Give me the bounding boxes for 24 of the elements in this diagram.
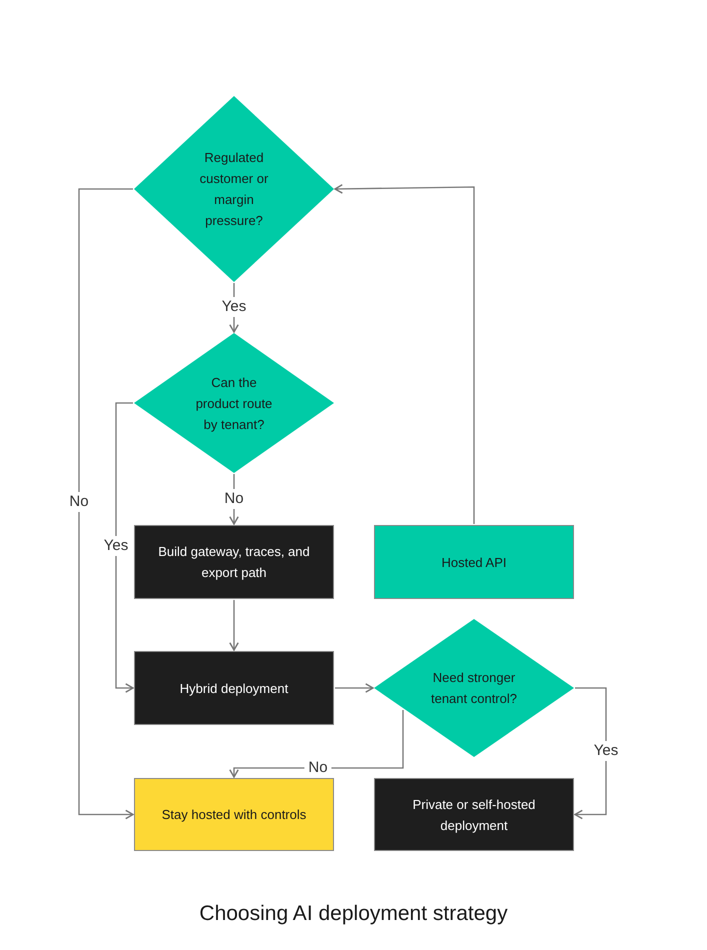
node-text: Build gateway, traces, and export path [157,543,311,582]
arrow [334,184,475,524]
node-text: Hybrid deployment [180,680,288,698]
process-box [374,525,574,599]
node-text: Stay hosted with controls [162,806,306,824]
arrow [229,710,404,778]
process-box [134,525,334,599]
arrow [115,402,134,693]
decision-diamond [134,96,334,282]
node-text: Regulated customer or margin pressure? [198,149,270,230]
arrow [78,188,134,820]
caption: Choosing AI deployment strategy [198,902,509,926]
node-text: Private or self-hosted deployment [412,796,536,835]
arrow [335,683,374,693]
process-box [374,778,574,851]
decision-diamond [374,619,574,757]
node-text: Can the product route by tenant? [194,374,274,434]
node-text: Hosted API [441,554,507,572]
process-box [134,778,334,851]
arrow [574,687,607,820]
arrow [229,600,239,651]
process-box [134,651,334,725]
decision-diamond [134,333,334,473]
node-text: Need stronger tenant control? [430,669,518,708]
